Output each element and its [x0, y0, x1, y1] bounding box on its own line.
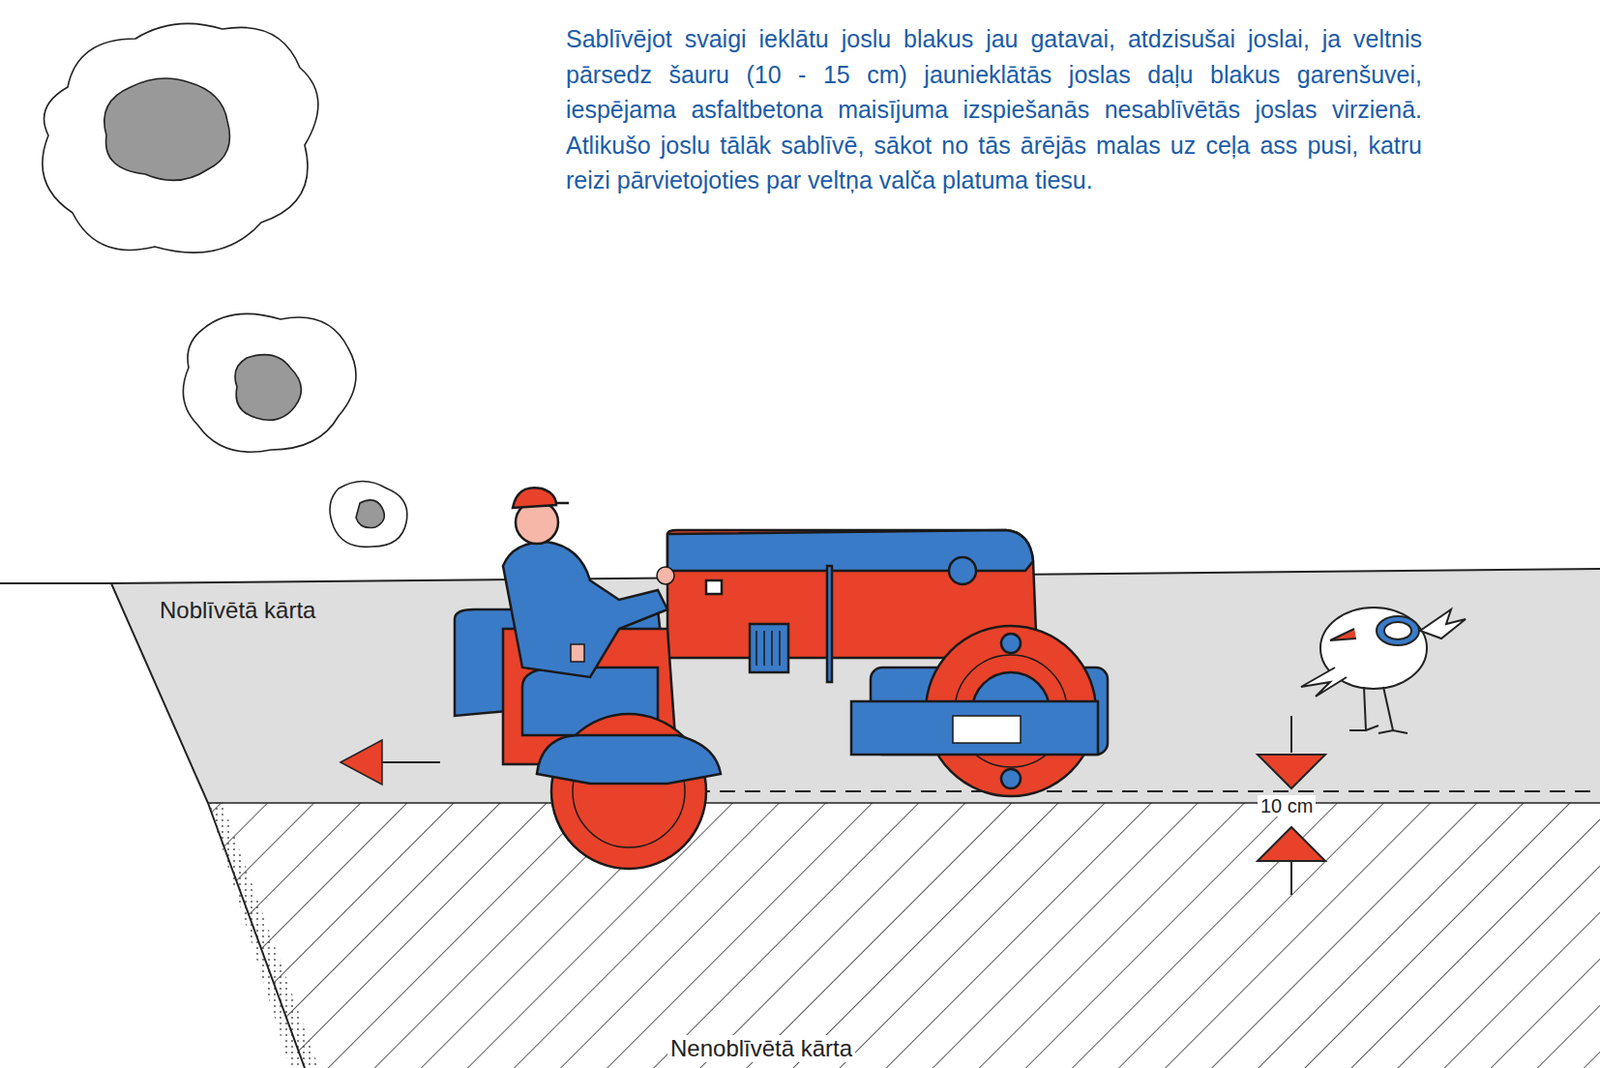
- edge-strip: [207, 802, 320, 1068]
- exhaust-clouds: [42, 23, 408, 547]
- dimension-label: 10 cm: [1257, 795, 1316, 817]
- direction-arrow: [340, 740, 441, 785]
- note-text: Sablīvējot svaigi ieklātu joslu blakus j…: [565, 21, 1423, 199]
- road-roller: [454, 487, 1108, 869]
- dashed-level: [619, 790, 1600, 793]
- bird: [1301, 607, 1466, 734]
- layer-label: Nenoblīvētā kārta: [667, 1035, 856, 1063]
- dimension-marker: [1257, 715, 1326, 895]
- uncompacted-layer: [207, 802, 1600, 1068]
- layer-boundary: [207, 801, 1600, 804]
- road-outline: [0, 583, 305, 1068]
- layer-label: Noblīvētā kārta: [159, 596, 316, 624]
